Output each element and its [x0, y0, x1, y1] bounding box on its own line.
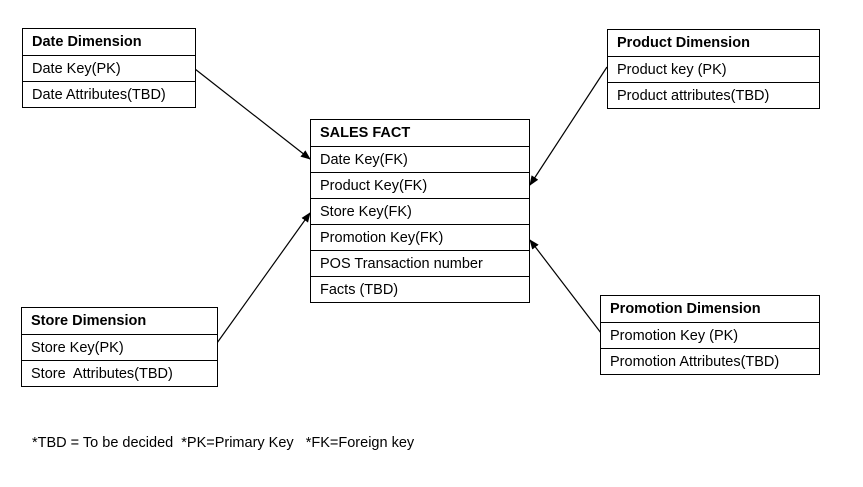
date-dimension-title: Date Dimension [32, 34, 142, 50]
sales-fact-field: POS Transaction number [311, 250, 529, 276]
store-dimension-field: Store Key(PK) [22, 334, 217, 360]
sales-fact-field: Store Key(FK) [311, 198, 529, 224]
promotion-dimension-table: Promotion Dimension Promotion Key (PK) P… [600, 295, 820, 375]
product-dimension-field: Product attributes(TBD) [608, 82, 819, 108]
legend-footnote: *TBD = To be decided *PK=Primary Key *FK… [32, 435, 415, 451]
date-dimension-field: Date Key(PK) [23, 55, 195, 81]
date-dimension-field: Date Attributes(TBD) [23, 81, 195, 107]
promotion-dimension-field: Promotion Attributes(TBD) [601, 348, 819, 374]
promotion-dimension-title: Promotion Dimension [610, 301, 761, 317]
product-dimension-title: Product Dimension [617, 35, 750, 51]
arrow-product-to-sales [529, 66, 608, 186]
store-dimension-field: Store Attributes(TBD) [22, 360, 217, 386]
sales-fact-field: Date Key(FK) [311, 146, 529, 172]
product-dimension-table: Product Dimension Product key (PK) Produ… [607, 29, 820, 109]
sales-fact-field: Promotion Key(FK) [311, 224, 529, 250]
product-dimension-field: Product key (PK) [608, 56, 819, 82]
arrow-date-to-sales [194, 68, 311, 160]
sales-fact-field: Facts (TBD) [311, 276, 529, 302]
sales-fact-title: SALES FACT [320, 125, 411, 141]
store-dimension-table: Store Dimension Store Key(PK) Store Attr… [21, 307, 218, 387]
date-dimension-table: Date Dimension Date Key(PK) Date Attribu… [22, 28, 196, 108]
store-dimension-title: Store Dimension [31, 313, 147, 329]
sales-fact-table: SALES FACT Date Key(FK) Product Key(FK) … [310, 119, 530, 303]
arrow-store-to-sales [216, 212, 311, 344]
promotion-dimension-field: Promotion Key (PK) [601, 322, 819, 348]
arrow-promotion-to-sales [529, 239, 602, 334]
sales-fact-field: Product Key(FK) [311, 172, 529, 198]
